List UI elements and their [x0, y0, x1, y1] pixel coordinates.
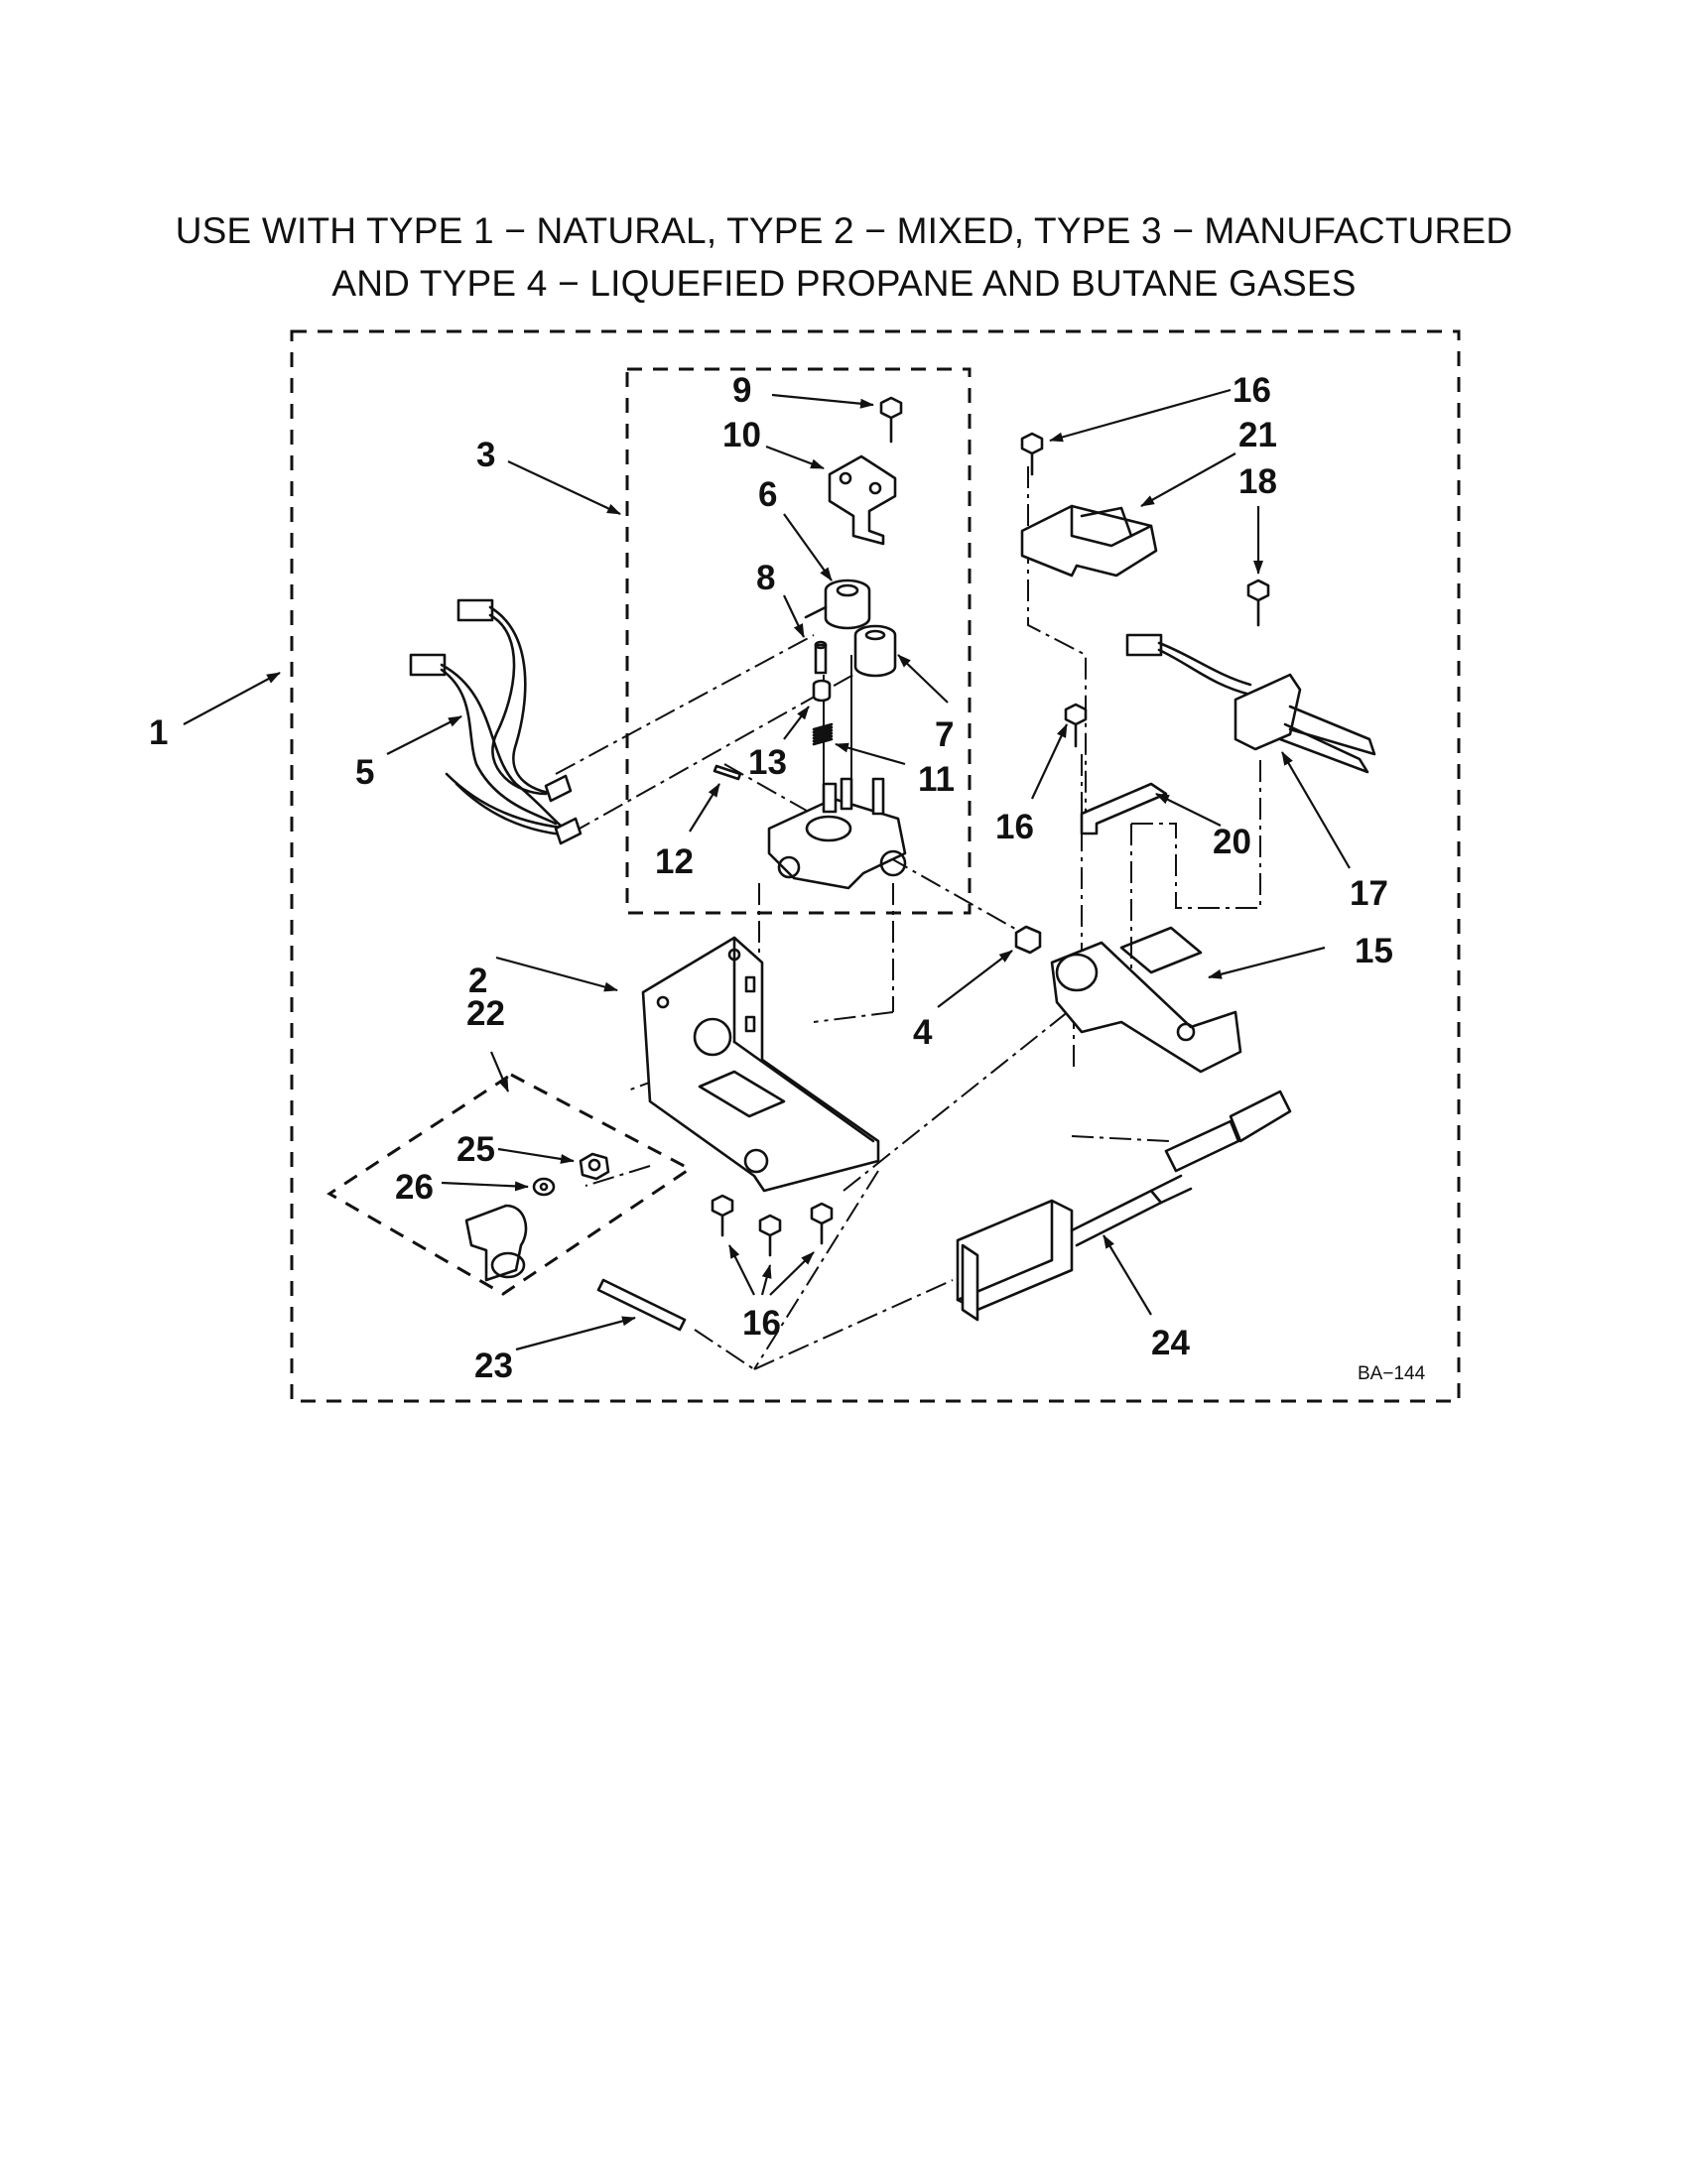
callout-16-middle: 16 [995, 808, 1034, 846]
screw-part-9 [879, 396, 903, 444]
callout-9: 9 [732, 371, 751, 410]
callout-8: 8 [756, 559, 775, 597]
wire-harness-part-5 [409, 598, 583, 845]
burner-part-15 [1050, 926, 1242, 1074]
diagram-title-line-1: USE WITH TYPE 1 − NATURAL, TYPE 2 − MIXE… [175, 210, 1513, 251]
elbow-fitting [464, 1204, 528, 1282]
callout-24: 24 [1151, 1324, 1190, 1362]
plunger-part-8 [814, 640, 828, 675]
coil-part-6 [804, 578, 871, 630]
callout-6: 6 [758, 475, 777, 514]
screw-part-18 [1246, 578, 1270, 627]
callout-3: 3 [476, 436, 495, 474]
washer-part-26 [532, 1177, 556, 1197]
cap-part-13 [812, 679, 832, 703]
callout-10: 10 [722, 416, 761, 454]
mounting-bracket-part-2 [641, 936, 880, 1193]
gas-valve-body [767, 777, 907, 890]
callout-13: 13 [748, 743, 787, 782]
assembly-boundary [290, 329, 1461, 1403]
callout-1: 1 [149, 713, 168, 752]
callout-4: 4 [913, 1013, 933, 1052]
spring-part-11 [812, 722, 834, 746]
elbow-kit-boundary [326, 1073, 693, 1296]
callout-16-upper: 16 [1233, 371, 1271, 410]
leader-lines [183, 388, 1351, 1351]
gas-line-part-24 [956, 1090, 1292, 1322]
callout-25: 25 [456, 1130, 495, 1169]
nut-part-25 [579, 1152, 610, 1181]
callout-11: 11 [918, 760, 955, 799]
screw-part-16-middle [1064, 703, 1088, 748]
callout-7: 7 [935, 715, 954, 754]
diagram-title-line-2: AND TYPE 4 − LIQUEFIED PROPANE AND BUTAN… [331, 263, 1357, 304]
callout-22: 22 [466, 994, 505, 1033]
callout-17: 17 [1350, 874, 1388, 913]
orifice-part-4 [1014, 925, 1042, 955]
callout-21: 21 [1238, 416, 1277, 454]
igniter-part-17 [1125, 633, 1376, 774]
callout-23: 23 [474, 1347, 513, 1385]
callout-12: 12 [655, 842, 694, 881]
shield-part-21 [1020, 504, 1158, 578]
bracket-part-20 [1080, 782, 1168, 835]
callout-18: 18 [1238, 462, 1277, 501]
callout-26: 26 [395, 1168, 434, 1207]
assembly-lines [555, 466, 1261, 1370]
bracket-part-10 [828, 454, 897, 546]
screw-part-12 [713, 764, 742, 781]
callout-20: 20 [1213, 823, 1251, 861]
screw-part-16-upper [1020, 432, 1044, 476]
screws-part-16-lower [711, 1194, 834, 1257]
callout-16-lower: 16 [742, 1304, 781, 1343]
callout-2: 2 [468, 962, 487, 1000]
stud-part-23 [596, 1278, 687, 1332]
coil-part-7 [853, 624, 897, 678]
callout-15: 15 [1355, 932, 1393, 970]
callout-5: 5 [355, 753, 374, 792]
valve-assembly-boundary [625, 367, 972, 915]
diagram-code: BA−144 [1358, 1363, 1426, 1384]
